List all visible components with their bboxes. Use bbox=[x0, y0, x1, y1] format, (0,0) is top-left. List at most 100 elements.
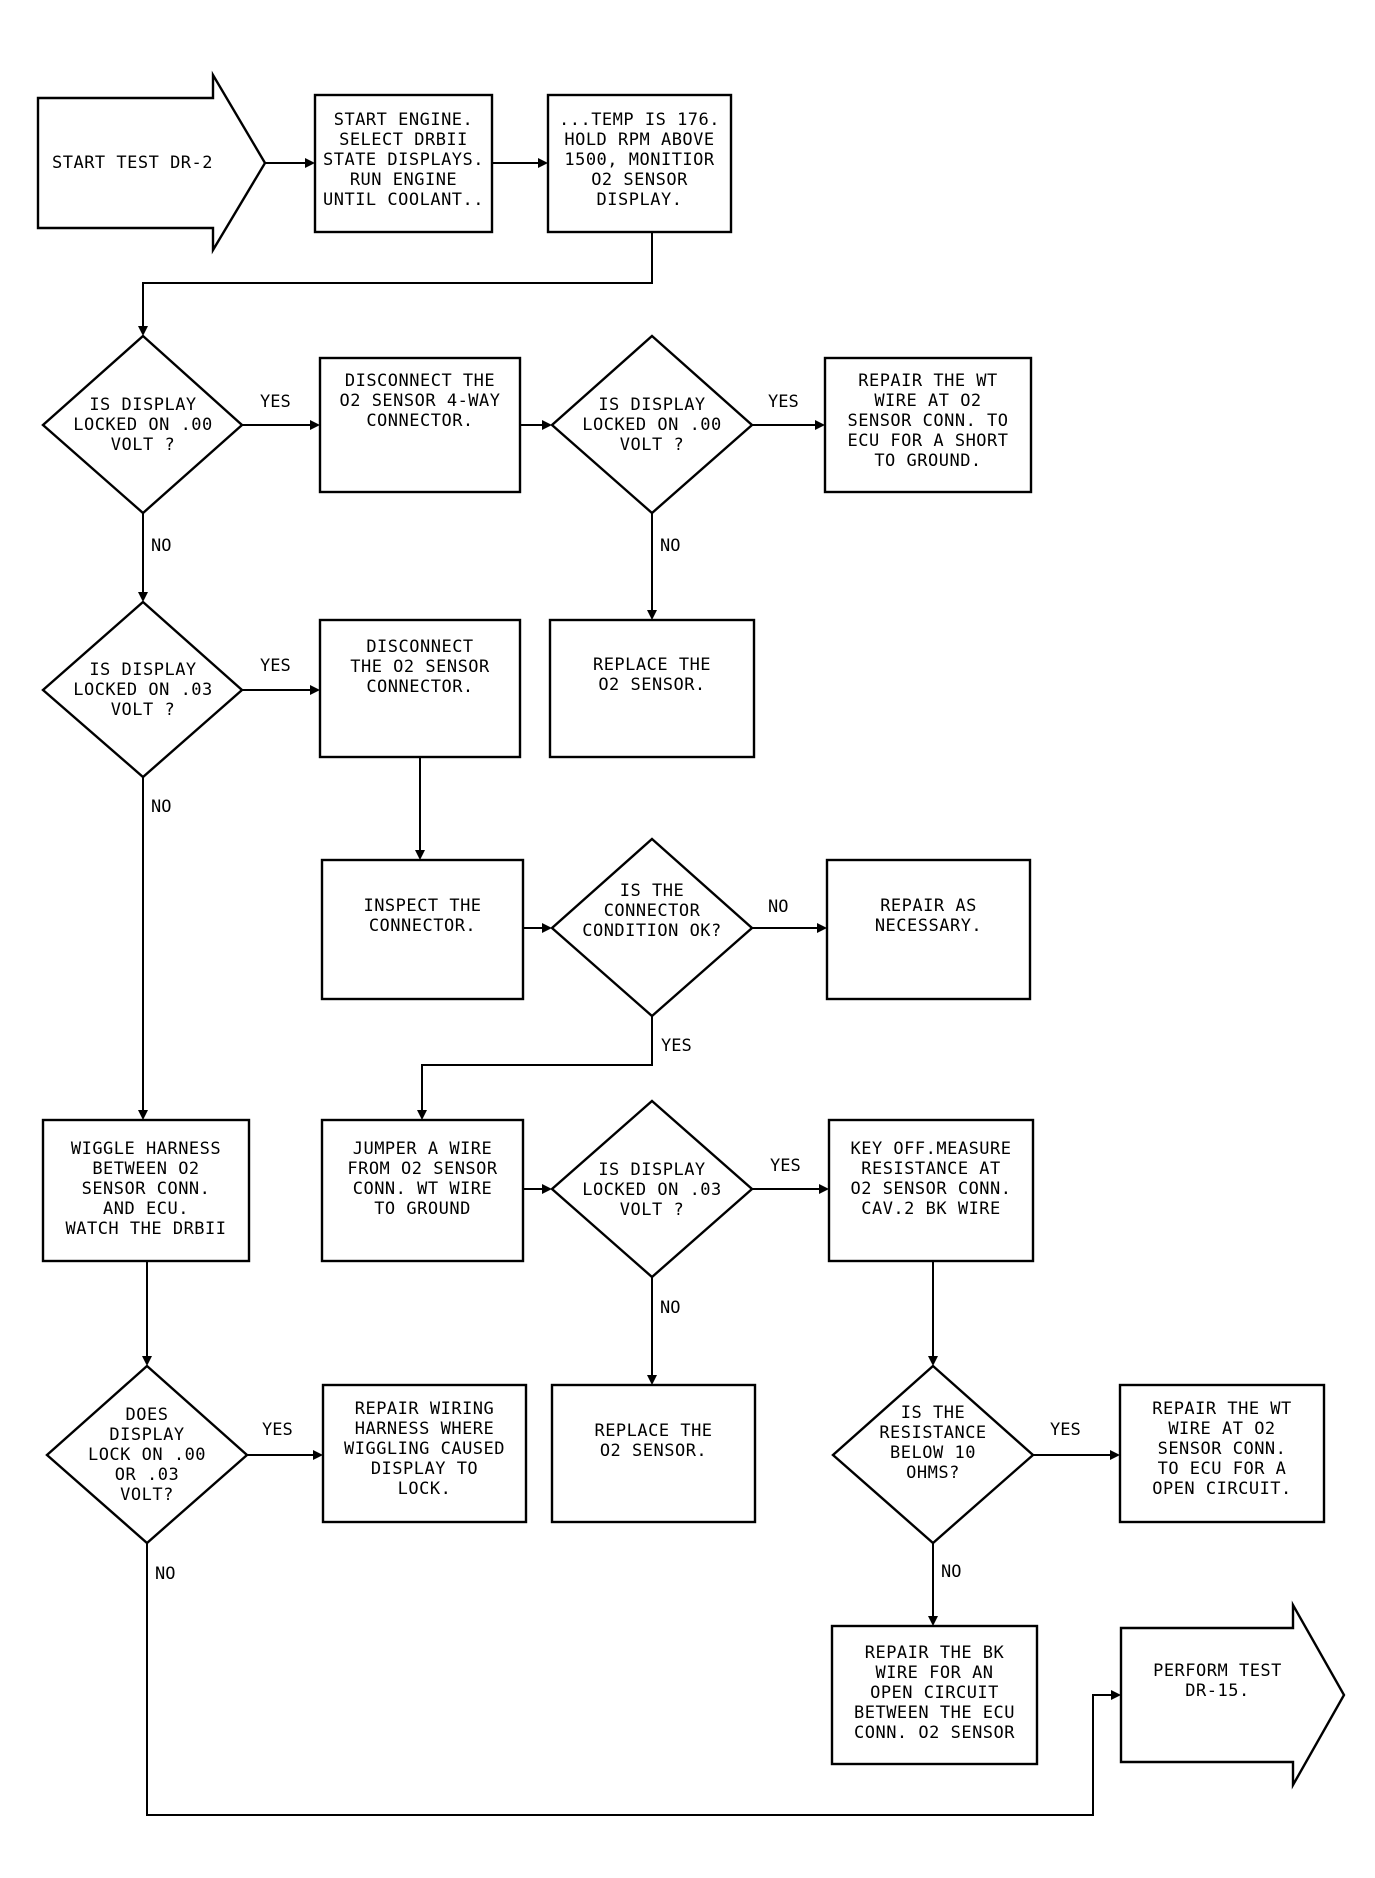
text-line: BETWEEN O2 bbox=[92, 1159, 200, 1179]
text-line: START ENGINE. bbox=[333, 110, 474, 130]
text-line: SENSOR CONN. TO bbox=[847, 411, 1009, 431]
text-line: REPLACE THE bbox=[594, 1421, 713, 1441]
text-line: TO ECU FOR A bbox=[1157, 1459, 1287, 1479]
text-line: JUMPER A WIRE bbox=[352, 1139, 493, 1159]
text-line: CONN. O2 SENSOR bbox=[853, 1723, 1016, 1743]
text-line: PERFORM TEST bbox=[1153, 1661, 1282, 1681]
text-line: IS DISPLAY bbox=[89, 395, 197, 415]
text-line: IS THE bbox=[900, 1403, 966, 1423]
text-line: DISPLAY. bbox=[596, 190, 683, 210]
text-line: AND ECU. bbox=[103, 1199, 189, 1219]
text-line: O2 SENSOR. bbox=[598, 675, 706, 695]
text-line: REPAIR THE WT bbox=[858, 371, 998, 391]
text-line: WIRE AT O2 bbox=[1168, 1419, 1276, 1439]
yes-label-6: YES bbox=[262, 1420, 293, 1440]
text-line: WIRE AT O2 bbox=[874, 391, 982, 411]
text-line: LOCK ON .00 bbox=[87, 1445, 207, 1465]
text-line: THE O2 SENSOR bbox=[350, 657, 490, 677]
text-line: RUN ENGINE bbox=[349, 170, 458, 190]
text-line: WATCH THE DRBII bbox=[65, 1219, 227, 1239]
text-line: LOCKED ON .00 bbox=[582, 415, 722, 435]
text-line: WIGGLING CAUSED bbox=[343, 1439, 506, 1459]
text-line: STATE DISPLAYS. bbox=[322, 150, 485, 170]
text-line: DISCONNECT THE bbox=[344, 371, 496, 391]
box-disconnect-4way bbox=[318, 356, 522, 494]
yes-label-1: YES bbox=[260, 392, 291, 412]
no-label-5: NO bbox=[660, 1298, 681, 1318]
end-arrow-shape bbox=[1119, 1600, 1346, 1790]
text-line: REPAIR AS bbox=[880, 896, 977, 916]
box-temp bbox=[546, 93, 733, 234]
text-line: DISPLAY TO bbox=[370, 1459, 479, 1479]
box-replace-sensor-2 bbox=[550, 1383, 757, 1524]
text-line: LOCKED ON .03 bbox=[73, 680, 213, 700]
text-line: DISCONNECT bbox=[366, 637, 474, 657]
text-line: CONNECTOR bbox=[603, 901, 701, 921]
box-repair-as-necessary bbox=[825, 858, 1032, 1001]
text-line: REPAIR THE BK bbox=[864, 1643, 1005, 1663]
text-line: VOLT ? bbox=[619, 435, 685, 455]
box-wiggle-harness bbox=[41, 1118, 251, 1263]
text-line: LOCKED ON .03 bbox=[582, 1180, 722, 1200]
text-line: REPAIR WIRING bbox=[354, 1399, 495, 1419]
start-label: START TEST DR-2 bbox=[45, 98, 220, 228]
no-label-7: NO bbox=[941, 1562, 962, 1582]
text-line: CONNECTOR. bbox=[366, 411, 474, 431]
text-line: WIGGLE HARNESS bbox=[70, 1139, 222, 1159]
no-label-2: NO bbox=[660, 536, 681, 556]
yes-label-3: YES bbox=[260, 656, 291, 676]
text-line: VOLT ? bbox=[110, 700, 176, 720]
text-line: O2 SENSOR CONN. bbox=[850, 1179, 1012, 1199]
text-line: WIRE FOR AN bbox=[875, 1663, 994, 1683]
text-line: TO GROUND. bbox=[874, 451, 982, 471]
box-start-engine bbox=[313, 93, 494, 234]
yes-label-5: YES bbox=[770, 1156, 801, 1176]
text-line: RESISTANCE bbox=[879, 1423, 987, 1443]
text-line: O2 SENSOR bbox=[591, 170, 688, 190]
text-line: CONNECTOR. bbox=[368, 916, 477, 936]
text-line: OPEN CIRCUIT bbox=[870, 1683, 999, 1703]
text-line: IS THE bbox=[619, 881, 685, 901]
text-line: NECESSARY. bbox=[874, 916, 983, 936]
text-line: KEY OFF.MEASURE bbox=[850, 1139, 1012, 1159]
text-line: HARNESS WHERE bbox=[354, 1419, 495, 1439]
text-line: START TEST DR-2 bbox=[51, 153, 214, 173]
text-line: IS DISPLAY bbox=[598, 395, 706, 415]
text-line: LOCKED ON .00 bbox=[73, 415, 213, 435]
text-line: OR .03 bbox=[114, 1465, 180, 1485]
text-line: CONNECTOR. bbox=[366, 677, 474, 697]
text-line: SENSOR CONN. bbox=[1157, 1439, 1287, 1459]
text-line: DISPLAY bbox=[109, 1425, 185, 1445]
box-replace-sensor-1 bbox=[548, 618, 756, 759]
yes-label-7: YES bbox=[1050, 1420, 1081, 1440]
text-line: FROM O2 SENSOR bbox=[347, 1159, 498, 1179]
text-line: IS DISPLAY bbox=[598, 1160, 706, 1180]
text-line: INSPECT THE bbox=[363, 896, 482, 916]
no-label-6: NO bbox=[155, 1564, 176, 1584]
yes-label-2: YES bbox=[768, 392, 799, 412]
text-line: HOLD RPM ABOVE bbox=[564, 130, 715, 150]
start-arrow-shape bbox=[36, 70, 267, 255]
text-line: DOES bbox=[125, 1405, 169, 1425]
text-line: OPEN CIRCUIT. bbox=[1152, 1479, 1292, 1499]
